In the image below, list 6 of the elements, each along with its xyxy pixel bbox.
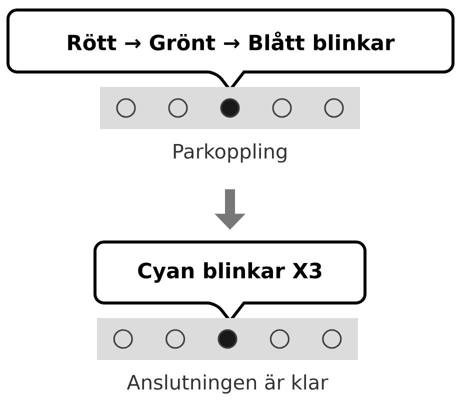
callout-box: Rött → Grönt → Blått blinkar bbox=[6, 8, 454, 92]
status-caption: Parkoppling bbox=[174, 143, 286, 163]
led-indicator-bar bbox=[97, 318, 358, 360]
status-caption: Anslutningen är klar bbox=[126, 374, 328, 394]
callout-box: Cyan blinkar X3 bbox=[94, 240, 366, 322]
led-indicator-bar bbox=[100, 87, 360, 129]
